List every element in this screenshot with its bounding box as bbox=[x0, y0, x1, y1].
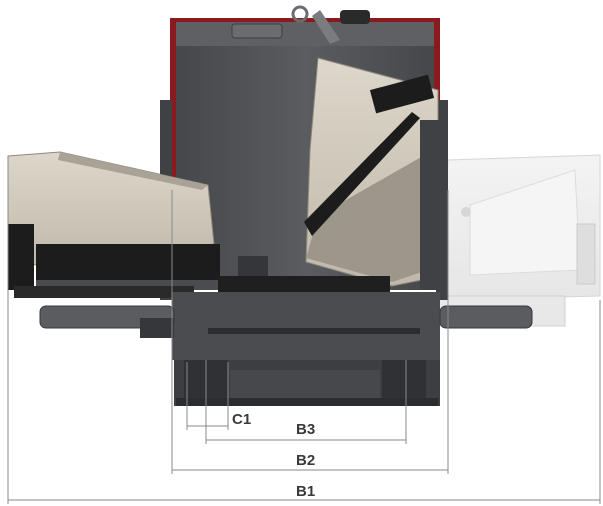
right-hopper-wing-ghost bbox=[429, 154, 601, 327]
c1-label: C1 bbox=[232, 411, 252, 428]
b3-label: B3 bbox=[296, 421, 316, 438]
dimension-lines bbox=[7, 156, 601, 504]
b1-label: B1 bbox=[296, 483, 316, 500]
right-hopper-wing-upright bbox=[304, 57, 440, 290]
b2-label: B2 bbox=[296, 452, 316, 469]
left-hopper-wing bbox=[7, 151, 226, 298]
